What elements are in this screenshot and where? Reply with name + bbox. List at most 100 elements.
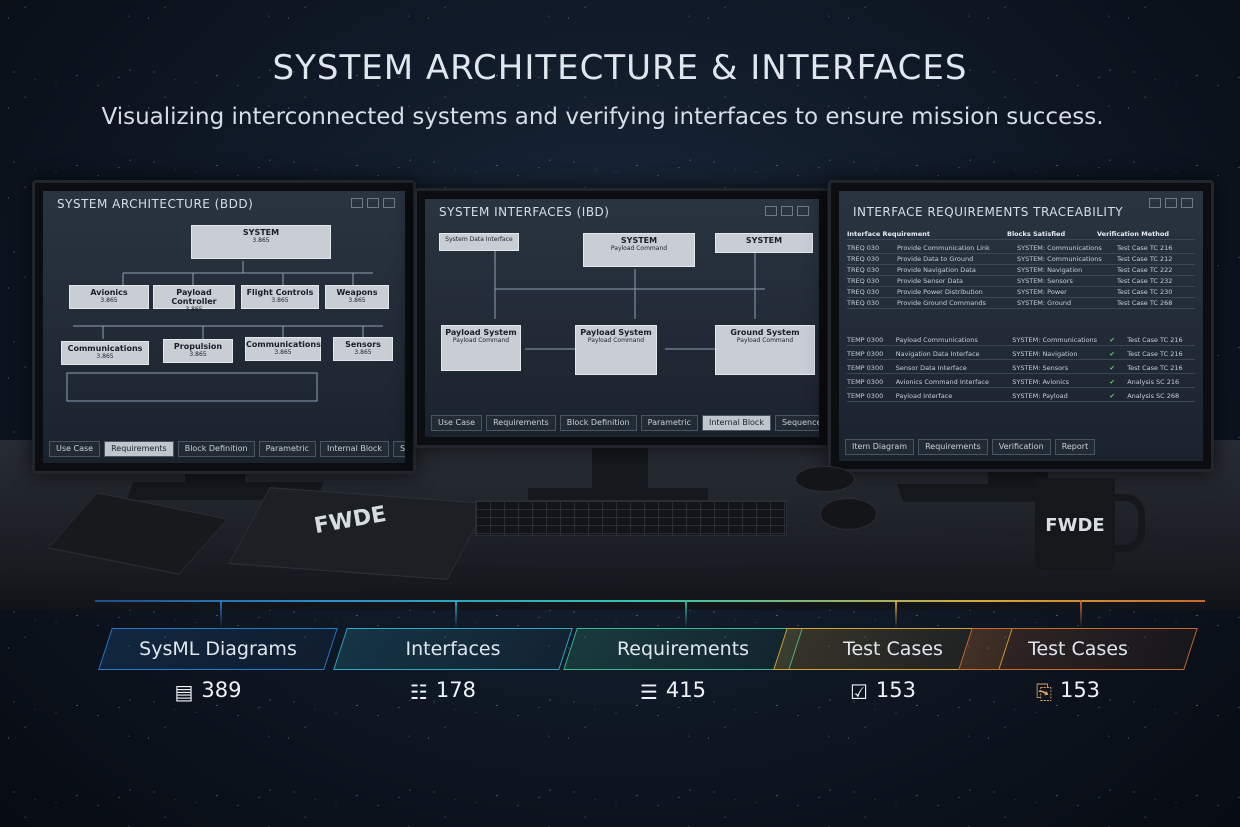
tab-parametric[interactable]: Parametric	[640, 415, 698, 431]
page-title: SYSTEM ARCHITECTURE & INTERFACES	[272, 48, 968, 88]
stat-value: ☰ 415	[560, 678, 786, 704]
tab-report[interactable]: Report	[1054, 439, 1096, 455]
table-cell: SYSTEM: Communications	[1017, 244, 1102, 252]
window-controls	[351, 198, 395, 208]
tab-sequence[interactable]: Sequence	[392, 441, 405, 457]
requirements-icon: ☰	[639, 680, 658, 704]
table-cell: SYSTEM: Navigation	[1012, 350, 1078, 358]
left-tabbar: Use Case Requirements Block Definition P…	[49, 441, 405, 457]
stat-number: 153	[1059, 678, 1101, 702]
ibd-right-block[interactable]: SYSTEM	[715, 233, 813, 253]
stat-value: ☷178	[330, 678, 556, 704]
table-cell: Provide Ground Commands	[897, 299, 986, 307]
center-screen-title: SYSTEM INTERFACES (IBD)	[439, 205, 610, 219]
table-cell: Test Case TC 230	[1117, 288, 1173, 296]
timeline-tick	[895, 600, 897, 628]
table-cell: Provide Data to Ground	[897, 255, 974, 263]
table-cell: TREQ 030	[847, 255, 880, 263]
stat-number: 415	[665, 678, 707, 702]
table-cell: Test Case TC 222	[1117, 266, 1173, 274]
table-cell: Test Case TC 268	[1117, 299, 1173, 307]
tab-verification[interactable]: Verification	[991, 439, 1051, 455]
stat-label: SysML Diagrams	[139, 638, 297, 660]
table-cell: Analysis SC 216	[1127, 378, 1180, 386]
table-cell: SYSTEM: Navigation	[1017, 266, 1083, 274]
center-screen[interactable]: SYSTEM INTERFACES (IBD) System Data Inte…	[425, 199, 819, 437]
tab-use-case[interactable]: Use Case	[431, 415, 483, 431]
tab-use-case[interactable]: Use Case	[49, 441, 101, 457]
timeline-tick	[685, 600, 687, 628]
table-cell: TEMP 0300	[847, 350, 884, 358]
table-cell: Provide Navigation Data	[897, 266, 976, 274]
tab-internal-block[interactable]: Internal Block	[701, 415, 771, 431]
stat-label: Requirements	[616, 638, 750, 660]
right-screen[interactable]: INTERFACE REQUIREMENTS TRACEABILITY Inte…	[839, 191, 1203, 461]
stat-value: ▤389	[95, 678, 321, 704]
tab-parametric[interactable]: Parametric	[258, 441, 316, 457]
table-cell: SYSTEM: Sensors	[1017, 277, 1073, 285]
left-screen-title: SYSTEM ARCHITECTURE (BDD)	[57, 197, 254, 211]
tab-requirements[interactable]: Requirements	[104, 441, 174, 457]
tab-requirements[interactable]: Requirements	[486, 415, 556, 431]
tab-internal-block[interactable]: Internal Block	[319, 441, 389, 457]
tab-block-definition[interactable]: Block Definition	[559, 415, 637, 431]
check-icon: ✔	[1109, 350, 1115, 358]
table-row[interactable]: TREQ 030 Provide Data to Ground SYSTEM: Co…	[847, 254, 1195, 265]
table-cell: SYSTEM: Communications	[1017, 255, 1102, 263]
check-icon: ✔	[1109, 392, 1115, 400]
timeline-tick	[455, 600, 457, 628]
stat-number: 178	[435, 678, 477, 702]
table-cell: TREQ 030	[847, 266, 880, 274]
table-cell: Payload Communications	[895, 336, 978, 344]
tab-requirements[interactable]: Requirements	[918, 439, 988, 455]
right-screen-title: INTERFACE REQUIREMENTS TRACEABILITY	[853, 205, 1124, 219]
table-header: Interface Requirement Blocks Satisfied V…	[847, 229, 1195, 240]
table-cell: Test Case TC 216	[1117, 244, 1173, 252]
window-controls	[1149, 198, 1193, 208]
table-cell: TEMP 0300	[847, 378, 884, 386]
stat-value: ⎘153	[955, 678, 1181, 704]
check-icon: ✔	[1109, 378, 1115, 386]
tab-block-definition[interactable]: Block Definition	[177, 441, 255, 457]
tab-sequence[interactable]: Sequence	[774, 415, 819, 431]
table-cell: SYSTEM: Ground	[1017, 299, 1072, 307]
center-monitor: SYSTEM INTERFACES (IBD) System Data Inte…	[414, 188, 830, 448]
table-cell: Provide Sensor Data	[897, 277, 964, 285]
right-monitor: INTERFACE REQUIREMENTS TRACEABILITY Inte…	[828, 180, 1214, 472]
table-cell: SYSTEM: Sensors	[1012, 364, 1069, 372]
table-cell: TEMP 0300	[847, 392, 884, 400]
table-cell: TREQ 030	[847, 244, 880, 252]
table-row[interactable]: TREQ 030 Provide Navigation Data SYSTEM: N…	[847, 265, 1195, 276]
timeline-tick	[220, 600, 222, 628]
ibd-left-block[interactable]: System Data Interface	[439, 233, 519, 251]
table-cell: Provide Power Distribution	[897, 288, 983, 296]
mug-handle	[1108, 494, 1145, 552]
stat-label: Test Cases	[1028, 638, 1128, 660]
tab-item-diagram[interactable]: Item Diagram	[845, 439, 915, 455]
table-cell: Test Case TC 212	[1117, 255, 1173, 263]
checkbox-icon: ☑	[849, 680, 868, 704]
